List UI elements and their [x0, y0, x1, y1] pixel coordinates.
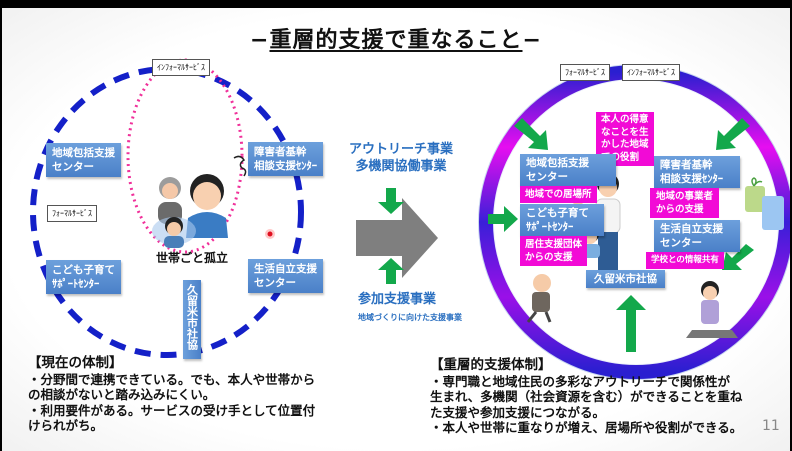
- green-arrow-right-bottom: [722, 244, 754, 270]
- buildings-mascot-illustration: [745, 177, 784, 230]
- informal-service-ring: [126, 58, 244, 254]
- current-system-heading: 【現在の体制】: [28, 355, 123, 371]
- jigyousha-shien-box: 地域の事業者 からの支援: [650, 188, 720, 218]
- box-line: こども子育て: [52, 264, 115, 276]
- current-system-line: ・利用要件がある。サービスの受け手として位置付: [28, 402, 316, 418]
- slide: −重層的支援で重なること− ｲﾝﾌｫｰﾏﾙｻｰﾋﾞｽ ﾌｫｰﾏﾙｻｰﾋﾞｽ 地域…: [2, 8, 790, 451]
- informal-service-tag: ｲﾝﾌｫｰﾏﾙｻｰﾋﾞｽ: [152, 59, 210, 76]
- right-formal-service-tag: ﾌｫｰﾏﾙｻｰﾋﾞｽ: [560, 64, 610, 81]
- layered-system-line: ・本人や世帯に重なりが増え、居場所や役割ができる。: [430, 420, 743, 435]
- box-line: 相談支援ｾﾝﾀｰ: [254, 160, 317, 172]
- box-line: からの支援: [525, 252, 573, 263]
- right-chiiki-houkatsu-box: 地域包括支援 センター: [520, 154, 616, 186]
- kurume-shakyo-vertical-box: 久留米市社協: [183, 280, 201, 359]
- box-line: ｻﾎﾟｰﾄｾﾝﾀｰ: [52, 278, 100, 290]
- green-down-arrow: [378, 188, 404, 214]
- box-text: 久留米市社協: [185, 284, 199, 350]
- right-seikatsu-jiritsu-box: 生活自立支援 センター: [654, 220, 740, 252]
- box-line: 地域包括支援: [52, 147, 115, 159]
- box-line: からの支援: [656, 204, 704, 215]
- current-system-section: 【現在の体制】 ・分野間で連携できている。でも、本人や世帯から の相談がないと踏…: [28, 355, 316, 434]
- box-line: センター: [52, 161, 94, 173]
- box-line: ｻﾎﾟｰﾄｾﾝﾀｰ: [526, 221, 574, 233]
- box-line: センター: [254, 277, 296, 289]
- box-line: 生活自立支援: [254, 263, 317, 275]
- tokui-role-box: 本人の得意 なことを生 かした地域 での役割: [596, 112, 654, 166]
- current-system-line: の相談がないと踏み込みにくい。: [28, 387, 216, 402]
- chiiki-houkatsu-box: 地域包括支援 センター: [46, 143, 121, 177]
- big-right-arrow: [356, 198, 438, 278]
- elderly-walker-illustration: [526, 274, 552, 323]
- kodomo-kosodate-box: こども子育て ｻﾎﾟｰﾄｾﾝﾀｰ: [46, 260, 121, 294]
- outreach-line: アウトリーチ事業: [349, 142, 454, 157]
- box-line: 居住支援団体: [525, 239, 583, 250]
- box-line: センター: [526, 171, 568, 183]
- green-arrow-left: [488, 206, 518, 232]
- box-line: 生活自立支援: [660, 223, 723, 235]
- box-line: 地域の事業者: [656, 191, 714, 202]
- box-line: なことを生: [601, 126, 649, 138]
- participation-support-label: 参加支援事業: [358, 292, 437, 307]
- green-arrow-bottom: [616, 295, 646, 352]
- layered-system-line: 生まれ、多機関（社会資源を含む）ができることを重ね: [430, 389, 743, 404]
- page-number: 11: [762, 418, 780, 434]
- woman-step-illustration: [686, 281, 738, 338]
- right-kurume-shakyo-box: 久留米市社協: [586, 270, 665, 288]
- outreach-label: アウトリーチ事業 多機関協働事業: [349, 141, 453, 175]
- green-up-arrow: [378, 258, 404, 284]
- shougaisha-kikan-box: 障害者基幹 相談支援ｾﾝﾀｰ: [248, 142, 323, 176]
- diagram-graphics: [30, 58, 790, 380]
- box-line: センター: [660, 237, 702, 249]
- layered-system-line: た支援や参加支援につながる。: [430, 404, 606, 420]
- formal-service-tag: ﾌｫｰﾏﾙｻｰﾋﾞｽ: [47, 205, 97, 222]
- box-line: での役割: [601, 151, 640, 163]
- green-arrow-top-left: [514, 118, 548, 150]
- isolated-household-illustration: [152, 155, 247, 248]
- right-informal-service-tag: ｲﾝﾌｫｰﾏﾙｻｰﾋﾞｽ: [622, 64, 680, 81]
- gakkou-jouhou-box: 学校との情報共有: [646, 252, 724, 269]
- layered-system-heading: 【重層的支援体制】: [430, 357, 552, 373]
- page-title: −重層的支援で重なること−: [2, 22, 790, 54]
- kyojuu-shien-box: 居住支援団体 からの支援: [520, 236, 588, 266]
- right-shougaisha-kikan-box: 障害者基幹 相談支援ｾﾝﾀｰ: [654, 156, 740, 188]
- collaboration-line: 多機関協働事業: [355, 159, 447, 174]
- box-line: 障害者基幹: [254, 146, 307, 158]
- title-text: 重層的支援で重なること: [269, 28, 523, 53]
- layered-system-section: 【重層的支援体制】 ・専門職と地域住民の多彩なアウトリーチで関係性が 生まれ、多…: [430, 357, 743, 436]
- current-system-line: ・分野間で連携できている。でも、本人や世帯から: [28, 371, 316, 387]
- right-kodomo-kosodate-box: こども子育て ｻﾎﾟｰﾄｾﾝﾀｰ: [520, 204, 604, 236]
- title-dash-left: −: [250, 28, 270, 53]
- community-building-label: 地域づくりに向けた支援事業: [358, 313, 462, 322]
- isolation-label: 世帯ごと孤立: [156, 251, 229, 265]
- box-line: かした地域: [601, 139, 649, 150]
- seikatsu-jiritsu-box: 生活自立支援 センター: [248, 259, 323, 293]
- box-line: 相談支援ｾﾝﾀｰ: [660, 173, 723, 185]
- box-line: 障害者基幹: [660, 159, 713, 171]
- green-arrow-top-right: [716, 118, 750, 150]
- box-line: 本人の得意: [601, 114, 649, 125]
- box-line: こども子育て: [526, 207, 589, 219]
- title-dash-right: −: [522, 28, 542, 53]
- current-system-line: けられがち。: [28, 418, 104, 433]
- chiiki-ibasho-box: 地域での居場所: [520, 186, 597, 203]
- box-line: 地域包括支援: [526, 157, 589, 169]
- layered-system-line: ・専門職と地域住民の多彩なアウトリーチで関係性が: [430, 373, 731, 389]
